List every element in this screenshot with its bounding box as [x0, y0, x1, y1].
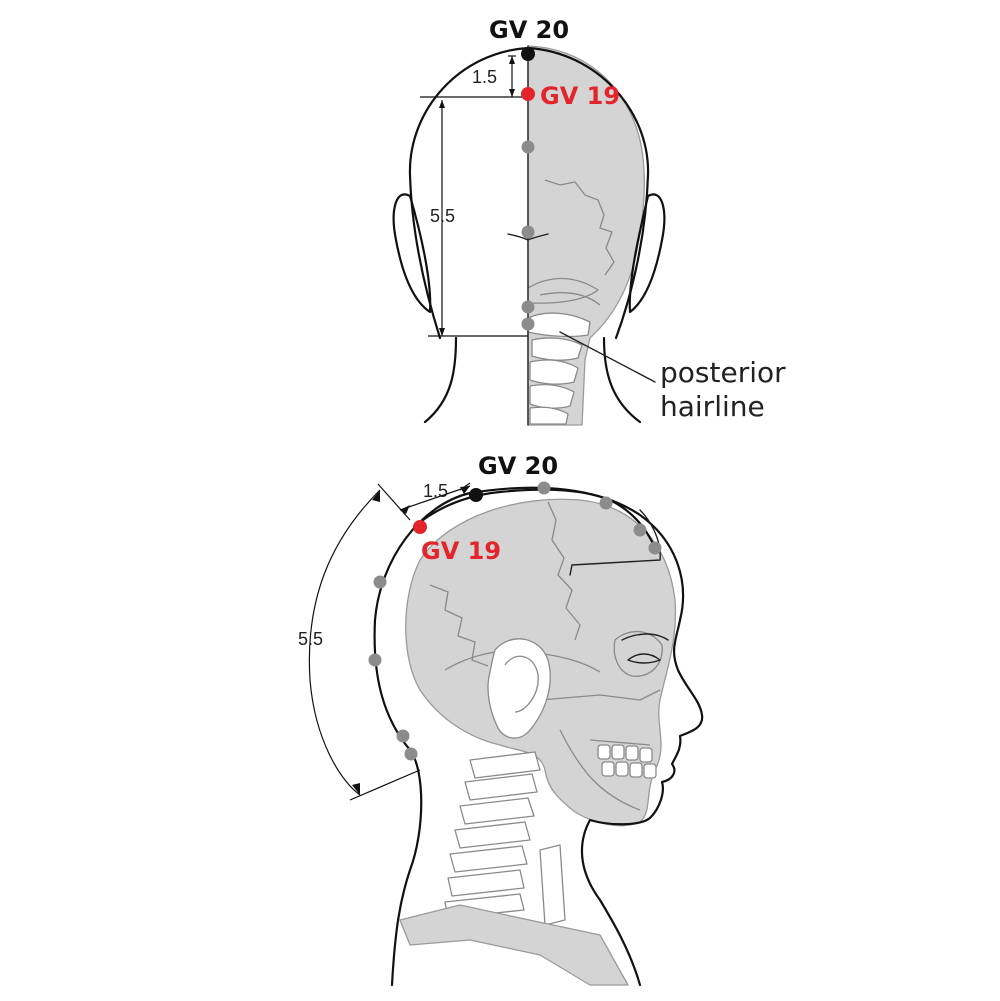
back-occipital-ridge: [527, 277, 599, 304]
back-dim-lower-label: 5.5: [430, 206, 455, 226]
side-gv19-label: GV 19: [421, 537, 501, 565]
back-point-bottom-grey: [521, 317, 535, 331]
back-gv20-label: GV 20: [489, 16, 569, 44]
side-scalp-arc: [412, 488, 657, 550]
side-hairline: [569, 509, 661, 576]
back-hairline-label-line2: hairline: [660, 390, 765, 423]
side-view: 1.5 5.5 GV 20 GV 19: [298, 452, 704, 987]
side-gv19-point: [413, 520, 427, 534]
back-neck-right: [602, 336, 642, 424]
side-head-outline: [468, 486, 704, 987]
side-gv20-point: [469, 488, 483, 502]
side-back-outline: [373, 491, 472, 987]
back-ear-left: [392, 193, 432, 314]
side-point-grey-7: [396, 729, 410, 743]
side-ear: [487, 638, 551, 739]
side-point-grey-8: [404, 747, 418, 761]
side-eye: [627, 653, 661, 664]
side-coronal-suture: [547, 501, 581, 641]
side-point-grey-3: [633, 523, 647, 537]
back-view: 1.5 5.5 posterior hairline GV 20 GV 19: [392, 16, 786, 426]
back-cervical-vertebrae: [527, 312, 591, 425]
side-dimension-lines: [308, 482, 471, 801]
side-ear-inner: [504, 655, 539, 713]
back-dimension-lines: [420, 55, 528, 337]
side-orbit: [613, 630, 663, 677]
side-zygomatic: [539, 689, 661, 701]
back-point-middle-grey: [521, 225, 535, 239]
back-occipital-ridge-2: [539, 292, 601, 306]
back-ear-right: [628, 193, 666, 314]
side-dim-upper-label: 1.5: [423, 481, 448, 501]
side-eyebrow: [621, 633, 669, 641]
back-dim-upper-label: 1.5: [472, 67, 497, 87]
side-point-grey-4: [648, 541, 662, 555]
side-mandible: [559, 729, 651, 811]
back-lambdoid-suture: [544, 179, 615, 276]
side-point-grey-5: [373, 575, 387, 589]
side-point-grey-1: [537, 481, 551, 495]
back-neck-left: [423, 336, 458, 424]
back-gv19-point: [521, 87, 535, 101]
side-dim-lower-label: 5.5: [298, 629, 323, 649]
side-point-grey-6: [368, 653, 382, 667]
back-gv20-point: [521, 47, 535, 61]
side-gv20-label: GV 20: [478, 452, 558, 480]
back-gv19-label: GV 19: [540, 82, 620, 110]
back-hairline-leader: [559, 331, 656, 383]
side-clavicle: [399, 904, 629, 986]
back-point-lower-grey: [521, 300, 535, 314]
back-point-upper-grey: [521, 140, 535, 154]
back-hairline-label-line1: posterior: [660, 356, 786, 389]
side-teeth: [597, 744, 657, 779]
side-point-grey-2: [599, 496, 613, 510]
